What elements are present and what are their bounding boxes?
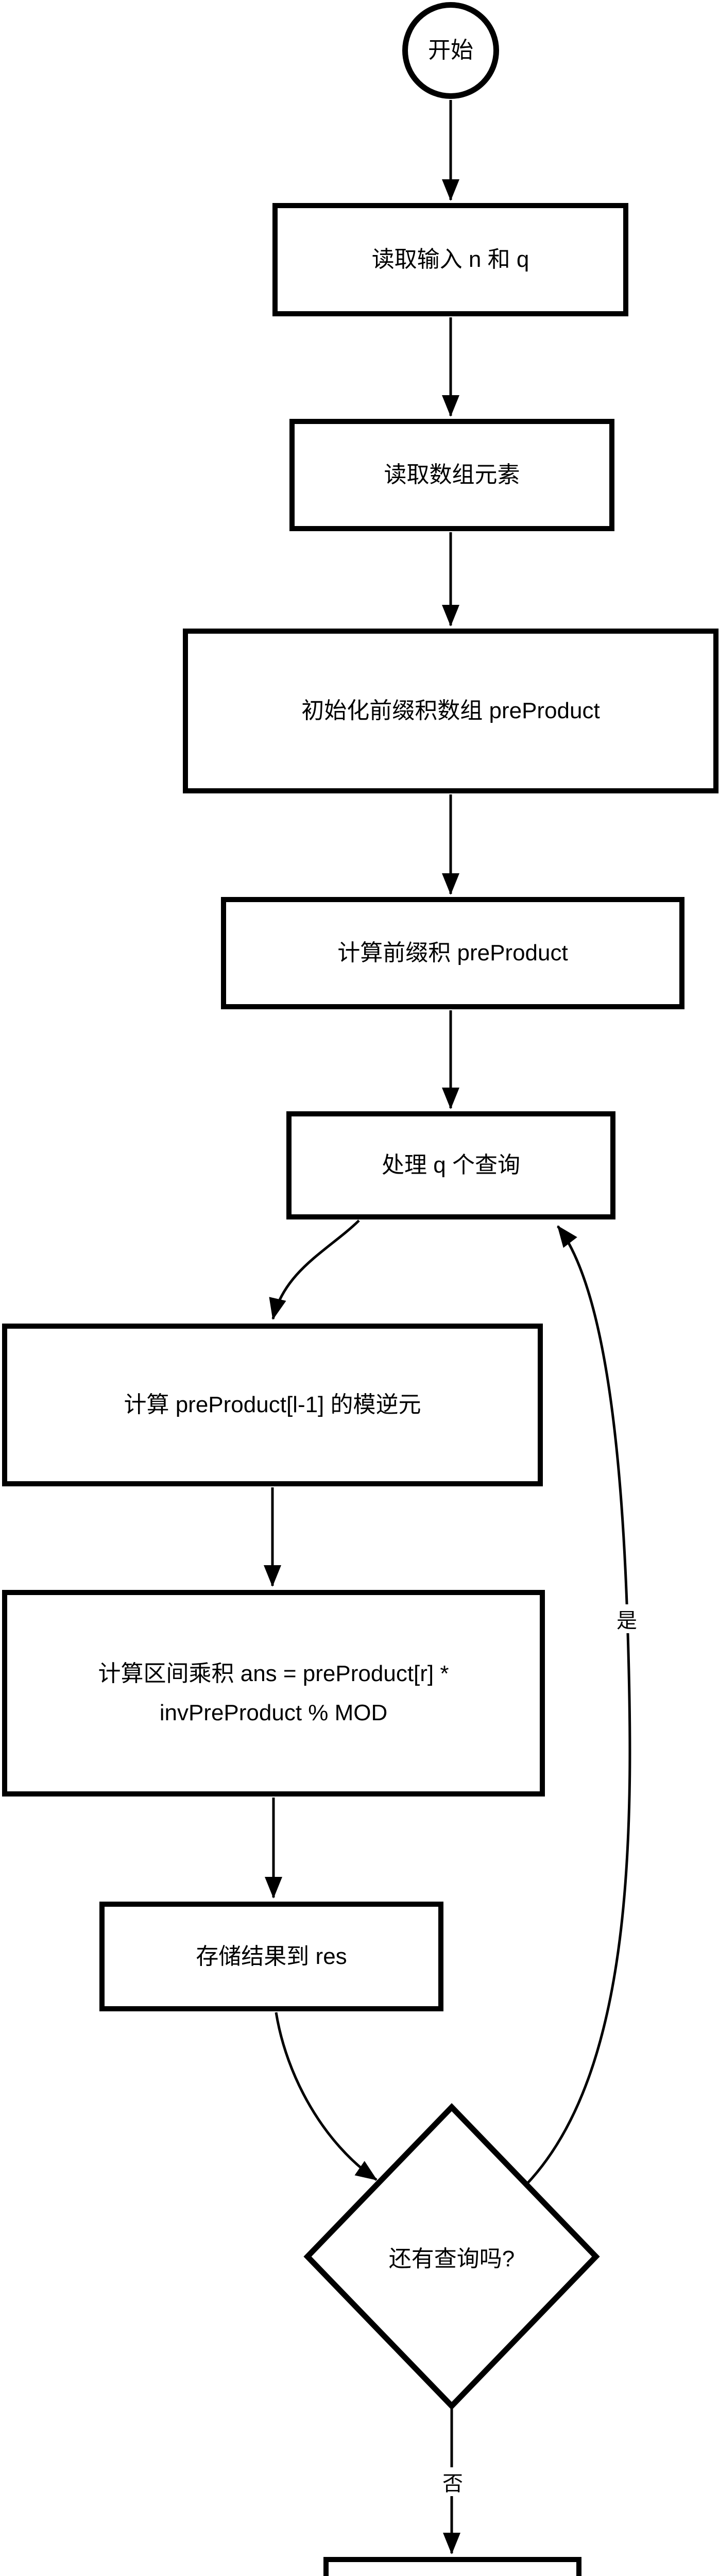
decision-node-more-queries: 还有查询吗? (333, 2241, 570, 2272)
edge-label-no: 否 (438, 2467, 467, 2496)
process-node-read-input: 读取输入 n 和 q (272, 203, 628, 316)
process-node-compute-interval-product: 计算区间乘积 ans = preProduct[r] * invPreProdu… (2, 1590, 545, 1797)
edge-label-yes-text: 是 (617, 1609, 637, 1632)
compute-inverse-label: 计算 preProduct[l-1] 的模逆元 (124, 1392, 421, 1418)
edge-decision-yes-loop (525, 1225, 631, 2185)
process-node-read-array: 读取数组元素 (289, 419, 614, 531)
read-input-label: 读取输入 n 和 q (371, 247, 529, 273)
process-node-process-queries: 处理 q 个查询 (286, 1111, 615, 1219)
compute-interval-product-label: 计算区间乘积 ans = preProduct[r] * invPreProdu… (98, 1660, 449, 1725)
process-node-store-result: 存储结果到 res (99, 1902, 443, 2011)
compute-preproduct-label: 计算前缀积 preProduct (337, 940, 568, 966)
decision-more-queries-label: 还有查询吗? (388, 2246, 515, 2272)
edge-store-result-to-decision (275, 2012, 378, 2181)
edge-label-yes: 是 (612, 1604, 641, 1633)
decision-diamond-shape (303, 2103, 600, 2410)
edge-process-queries-to-compute-inverse (269, 1219, 360, 1320)
read-array-label: 读取数组元素 (384, 462, 520, 488)
process-node-output-result: 输出结果 (323, 2557, 581, 2576)
start-node-label: 开始 (428, 38, 473, 63)
process-node-init-preproduct: 初始化前缀积数组 preProduct (183, 629, 718, 793)
store-result-label: 存储结果到 res (196, 1943, 347, 1969)
edge-label-no-text: 否 (442, 2472, 463, 2495)
start-node: 开始 (402, 2, 499, 99)
process-node-compute-inverse: 计算 preProduct[l-1] 的模逆元 (2, 1324, 543, 1486)
init-preproduct-label: 初始化前缀积数组 preProduct (301, 698, 600, 724)
process-queries-label: 处理 q 个查询 (382, 1153, 520, 1178)
process-node-compute-preproduct: 计算前缀积 preProduct (221, 897, 684, 1009)
